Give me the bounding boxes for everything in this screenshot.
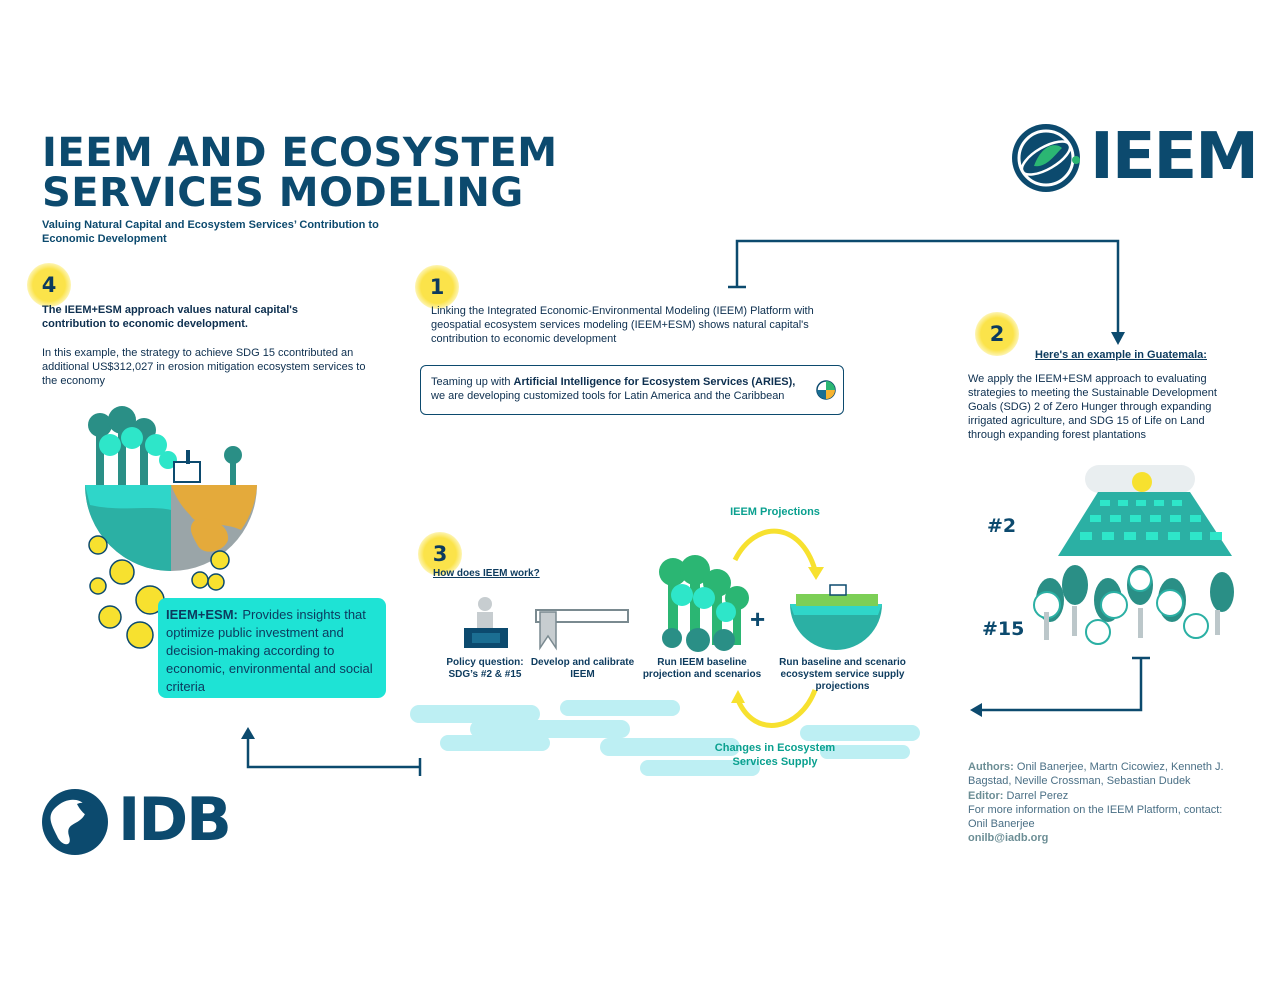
step-1-badge: 1 (415, 265, 459, 309)
page-title: IEEM AND ECOSYSTEM SERVICES MODELING (42, 133, 558, 213)
aries-text-bold: Artificial Intelligence for Ecosystem Se… (513, 376, 796, 388)
editor-line: Editor: Darrel Perez (968, 789, 1258, 803)
ieem-esm-insight-box: IEEM+ESM: Provides insights that optimiz… (158, 598, 386, 698)
policy-question-label: Policy question: SDG’s #2 & #15 (446, 657, 524, 680)
step-2-text: We apply the IEEM+ESM approach to evalua… (968, 373, 1217, 441)
calibrate-ieem-label: Develop and calibrate IEEM (530, 657, 635, 680)
step-2-badge: 2 (975, 312, 1019, 356)
insight-box-text: Provides insights that optimize public i… (166, 607, 373, 694)
sdg-15-label: #15 (982, 618, 1025, 640)
authors-names: Onil Banerjee, Martn Cicowiez, Kenneth J… (968, 761, 1224, 788)
insight-box-label: IEEM+ESM: (166, 607, 238, 622)
authors-label: Authors: (968, 761, 1014, 773)
aries-text: Teaming up with Artificial Intelligence … (431, 375, 811, 403)
changes-ecosystem-label: Changes in Ecosystem Services Supply (714, 742, 836, 768)
step-1-text: Linking the Integrated Economic-Environm… (431, 305, 814, 345)
step-4-badge: 4 (27, 263, 71, 307)
editor-name: Darrel Perez (1006, 789, 1069, 802)
title-line-2: SERVICES MODELING (42, 170, 524, 216)
baseline-projection-label: Run IEEM baseline projection and scenari… (642, 657, 762, 680)
aries-partnership-box: Teaming up with Artificial Intelligence … (420, 365, 844, 415)
editor-label: Editor: (968, 789, 1004, 802)
credits-block: Authors: Onil Banerjee, Martn Cicowiez, … (968, 760, 1258, 846)
authors-line: Authors: Onil Banerjee, Martn Cicowiez, … (968, 760, 1258, 789)
aries-text-post: we are developing customized tools for L… (431, 390, 785, 402)
ieem-projections-label: IEEM Projections (730, 506, 820, 518)
idb-logo-text: IDB (118, 785, 232, 855)
info-line: For more information on the IEEM Platfor… (968, 803, 1223, 831)
aries-text-pre: Teaming up with (431, 376, 514, 388)
step-4-lead: The IEEM+ESM approach values natural cap… (42, 304, 299, 330)
contact-email-link[interactable]: onilb@iadb.org (968, 832, 1049, 845)
how-ieem-works-link[interactable]: How does IEEM work? (433, 568, 540, 579)
step-3-badge: 3 (418, 532, 462, 576)
guatemala-example-link[interactable]: Here's an example in Guatemala: (1035, 349, 1207, 361)
title-line-1: IEEM AND ECOSYSTEM (42, 130, 558, 176)
step-4-detail: In this example, the strategy to achieve… (42, 347, 366, 387)
sdg-2-label: #2 (987, 515, 1017, 537)
page-subtitle: Valuing Natural Capital and Ecosystem Se… (42, 219, 379, 245)
ecosystem-projection-label: Run baseline and scenario ecosystem serv… (779, 657, 906, 692)
ieem-logo-text: IEEM (1090, 120, 1259, 194)
plus-sign: + (750, 604, 766, 634)
